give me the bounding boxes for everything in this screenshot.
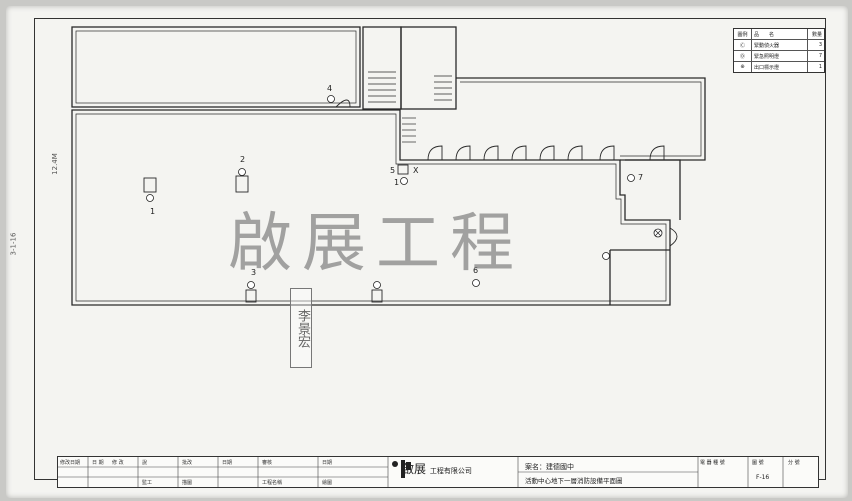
legend-row: Ⓒ 緊動偵火器 3 [734,39,824,50]
plan-label: 4 [327,84,333,93]
project-name: 案名：建德國中 [525,463,574,471]
plan-label: 2 [240,155,246,164]
smoke-detector-symbol-icon: Ⓒ [734,40,752,50]
emergency-light-symbol-icon: Ⓓ [734,51,752,61]
legend-table: 圖例 品 名 數量 Ⓒ 緊動偵火器 3 Ⓓ 緊急照明燈 7 ⊕ 出口標示燈 1 [733,28,825,73]
legend-row: ⊕ 出口標示燈 1 [734,61,824,72]
drawing-sheet [6,6,848,498]
legend-header: 圖例 品 名 數量 [734,29,824,39]
plan-label: 3 [251,268,257,277]
plan-label: 6 [473,266,479,275]
legend-row: Ⓓ 緊急照明燈 7 [734,50,824,61]
room-upper-left [71,26,361,108]
title-block-grid [58,457,784,487]
plan-label: 5 [390,166,396,175]
signature-stamp: 李景宏 [290,288,312,368]
drawing-number: F-16 [756,474,770,481]
title-block: 修改日期 日 期 修 改 說 批改 日期 審核 日期 監工 工程名稱 繪圖 描圖 [57,456,819,488]
drawing-title: 活動中心地下一層消防設備平面圖 [525,477,623,485]
plan-label: 7 [638,173,644,182]
plan-label: 1 [150,207,156,216]
company-name: 啟展 工程有限公司 [402,462,472,476]
plan-label: X [413,166,419,175]
watermark: 啟展工程 [228,207,524,281]
plan-label: 1 [394,178,400,187]
exit-sign-symbol-icon: ⊕ [734,62,752,72]
main-hall [71,109,671,306]
